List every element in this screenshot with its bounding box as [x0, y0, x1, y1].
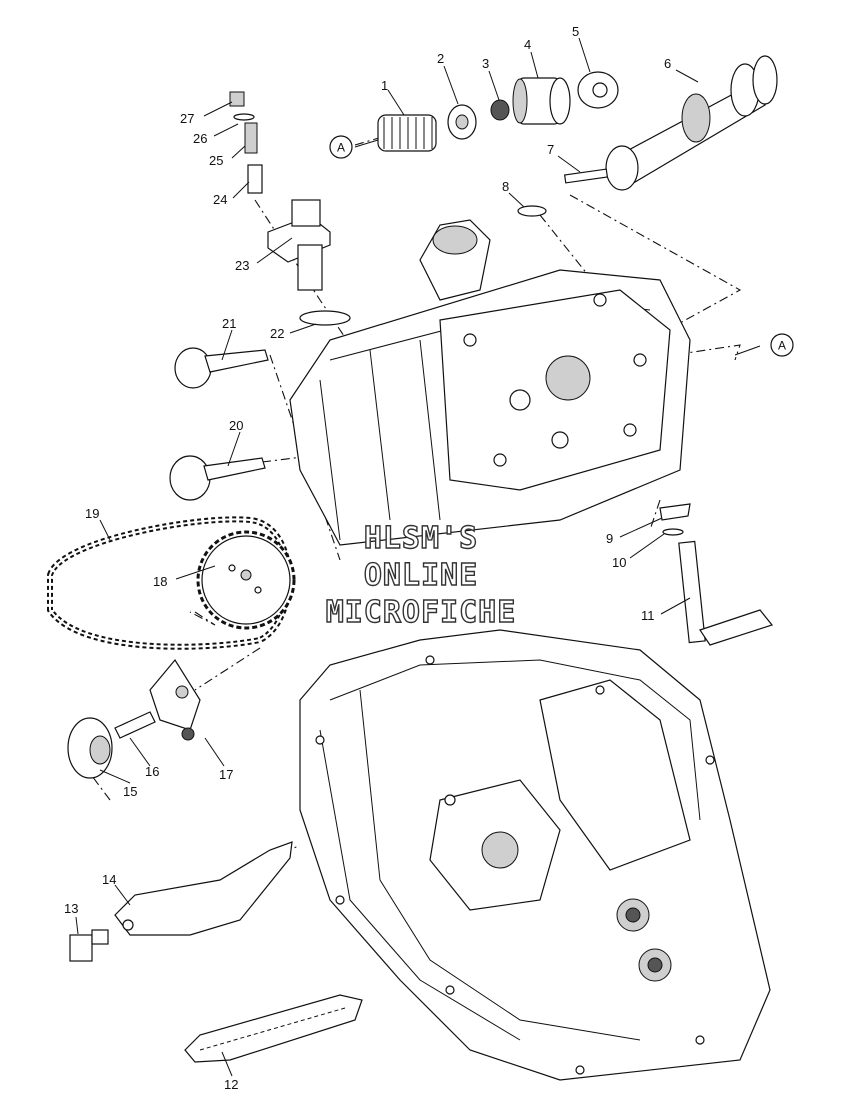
- circlip: [517, 205, 547, 217]
- callout-18: 18: [153, 574, 167, 589]
- watermark: HLSM'S ONLINE MICROFICHE: [325, 520, 517, 630]
- callout-21: 21: [222, 316, 236, 331]
- callout-12: 12: [224, 1077, 238, 1092]
- camshaft: [605, 55, 778, 191]
- watermark-line-3: MICROFICHE: [326, 595, 517, 630]
- tensioner-arm-17: [149, 658, 201, 741]
- callout-6: 6: [664, 56, 671, 71]
- reference-marker-left: A: [329, 135, 353, 159]
- chain-guide-12: [184, 994, 363, 1063]
- callout-2: 2: [437, 51, 444, 66]
- chain-guide-14: [114, 841, 293, 936]
- callout-5: 5: [572, 24, 579, 39]
- valve-cotter: [490, 99, 510, 121]
- bolt-16: [114, 711, 156, 739]
- reference-marker-right-label: A: [778, 339, 786, 353]
- watermark-line-1: HLSM'S: [364, 521, 478, 556]
- callout-20: 20: [229, 418, 243, 433]
- callout-19: 19: [85, 506, 99, 521]
- callout-14: 14: [102, 872, 116, 887]
- tensioner-stack: [229, 91, 351, 326]
- reference-marker-left-label: A: [337, 141, 345, 155]
- dowel-pin: [563, 168, 609, 184]
- valve-spring: [377, 114, 437, 152]
- callout-24: 24: [213, 192, 227, 207]
- callout-9: 9: [606, 531, 613, 546]
- valve-shim: [577, 71, 619, 109]
- callout-27: 27: [180, 111, 194, 126]
- callout-25: 25: [209, 153, 223, 168]
- callout-10: 10: [612, 555, 626, 570]
- callout-22: 22: [270, 326, 284, 341]
- callout-17: 17: [219, 767, 233, 782]
- exhaust-valve: [169, 455, 266, 501]
- callout-8: 8: [502, 179, 509, 194]
- cylinder-head: [289, 219, 691, 546]
- reference-marker-right: A: [770, 333, 794, 357]
- callout-16: 16: [145, 764, 159, 779]
- callout-13: 13: [64, 901, 78, 916]
- callout-15: 15: [123, 784, 137, 799]
- callout-1: 1: [381, 78, 388, 93]
- valve-lifter: [512, 77, 571, 125]
- clip-10: [662, 528, 684, 536]
- callout-11: 11: [641, 608, 655, 623]
- watermark-line-2: ONLINE: [364, 558, 478, 593]
- callout-4: 4: [524, 37, 531, 52]
- shaft-11: [678, 540, 774, 646]
- callout-7: 7: [547, 142, 554, 157]
- bolt-13: [69, 929, 109, 962]
- leader-lines: [75, 37, 761, 1077]
- crankcase: [299, 629, 771, 1081]
- intake-valve: [174, 347, 269, 389]
- guide-pulley: [67, 717, 113, 779]
- spring-retainer: [447, 104, 477, 140]
- callout-23: 23: [235, 258, 249, 273]
- callout-26: 26: [193, 131, 207, 146]
- cam-sprocket: [196, 530, 296, 630]
- callout-numbers: 1 2 3 4 5 6 7 8 9 10 11 12 13 14 15 16 1…: [64, 24, 671, 1092]
- spring-9: [659, 503, 691, 521]
- callout-3: 3: [482, 56, 489, 71]
